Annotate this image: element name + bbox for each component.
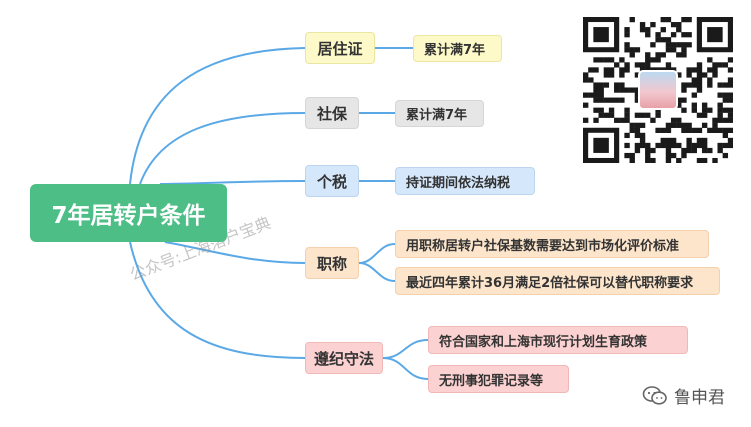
brand-signature: 鲁申君	[642, 383, 725, 408]
branch-shebao: 社保	[305, 97, 359, 129]
connector-zunji-leaf1	[382, 339, 429, 359]
branch-juzhuzheng: 居住证	[305, 32, 375, 64]
leaf-geshui-0: 持证期间依法纳税	[395, 167, 535, 195]
connector-root-zunji	[129, 241, 306, 359]
leaf-zhicheng-0: 用职称居转户社保基数需要达到市场化评价标准	[395, 230, 709, 258]
branch-zhicheng: 职称	[305, 247, 359, 279]
branch-zunjishoufa: 遵纪守法	[305, 342, 383, 374]
qr-code-icon	[583, 17, 733, 163]
qr-center-logo	[638, 70, 678, 110]
wechat-icon	[642, 385, 668, 407]
connector-zunji-leaf2	[382, 357, 429, 380]
qr-code-pattern	[583, 17, 733, 163]
leaf-shebao-0: 累计满7年	[395, 100, 484, 127]
branch-geshui: 个税	[305, 165, 359, 197]
connector-root-zhicheng	[164, 241, 306, 264]
root-node: 7年居转户条件	[30, 184, 227, 242]
connector-root-juzhuzheng	[129, 47, 306, 185]
leaf-zhicheng-1: 最近四年累计36月满足2倍社保可以替代职称要求	[395, 267, 720, 295]
leaf-zunjishoufa-1: 无刑事犯罪记录等	[428, 365, 569, 393]
connector-zhicheng-leaf1	[358, 243, 396, 264]
connector-root-shebao	[139, 112, 306, 185]
brand-name: 鲁申君	[674, 388, 725, 408]
leaf-juzhuzheng-0: 累计满7年	[413, 35, 502, 62]
connector-zhicheng-leaf2	[358, 262, 396, 282]
leaf-zunjishoufa-0: 符合国家和上海市现行计划生育政策	[428, 326, 688, 354]
connector-root-geshui	[159, 180, 306, 185]
